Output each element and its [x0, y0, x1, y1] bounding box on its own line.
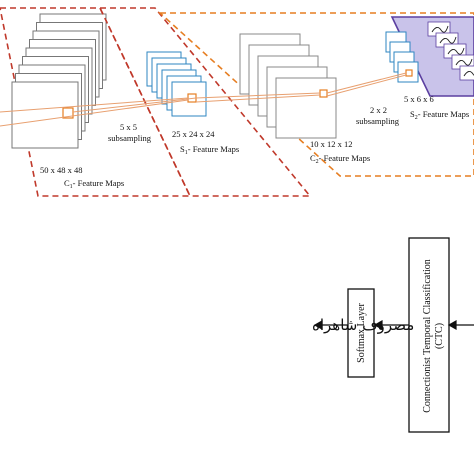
s2-title: S2- Feature Maps	[410, 109, 469, 121]
ctc-box	[408, 237, 450, 433]
c2-map	[275, 77, 337, 139]
s2-glyph-stroke	[431, 25, 449, 33]
c1-title: C1- Feature Maps	[64, 178, 124, 190]
pipeline-arrows	[313, 319, 474, 331]
softmax-box	[347, 288, 375, 378]
connection-lines	[0, 72, 407, 127]
s2-glyph-stroke	[455, 58, 473, 66]
c2-stack	[239, 33, 337, 139]
svg-text:subsampling: subsampling	[356, 116, 400, 126]
ctc-label-line2: (CTC)	[434, 323, 445, 349]
s2-map	[397, 61, 419, 83]
s2-stack	[385, 31, 419, 83]
ctc-label-line1: Connectionist Temporal Classification	[422, 259, 433, 413]
c1-stack	[11, 13, 107, 149]
c1-map	[11, 81, 79, 149]
c2-size-label: 10 x 12 x 12	[310, 139, 353, 149]
s2-glyph-stroke	[447, 47, 465, 55]
c2-title: C2- Feature Maps	[310, 153, 370, 165]
s1-size-label: 25 x 24 x 24	[172, 129, 215, 139]
subsampling-2-label: 2 x 2 subsampling	[356, 105, 400, 126]
softmax-label: Softmax Layer	[356, 302, 367, 362]
s1-title: S1- Feature Maps	[180, 144, 239, 156]
s2-glyph-box	[459, 65, 474, 81]
s2-glyph-stroke	[439, 36, 457, 44]
c1-kernel-highlight	[62, 107, 74, 119]
ctc-block: Connectionist Temporal Classification (C…	[408, 237, 450, 433]
svg-text:2 x 2: 2 x 2	[370, 105, 387, 115]
c1-size-label: 50 x 48 x 48	[40, 165, 83, 175]
c1-panel: 50 x 48 x 48 C1- Feature Maps	[0, 7, 192, 197]
svg-text:5 x 5: 5 x 5	[120, 122, 137, 132]
softmax-block: Softmax Layer	[347, 288, 375, 378]
s1-stack	[146, 51, 207, 117]
svg-text:subsampling: subsampling	[108, 133, 152, 143]
s2-glyph-stroke	[463, 71, 474, 77]
subsampling-1-label: 5 x 5 subsampling	[108, 122, 152, 143]
s2-classifier-glyphs	[427, 21, 474, 81]
s2-size-label: 5 x 6 x 6	[404, 94, 434, 104]
s2-panel: 5 x 6 x 6 S2- Feature Maps	[385, 16, 474, 121]
output-text: مصروف شاهراه	[312, 316, 414, 334]
